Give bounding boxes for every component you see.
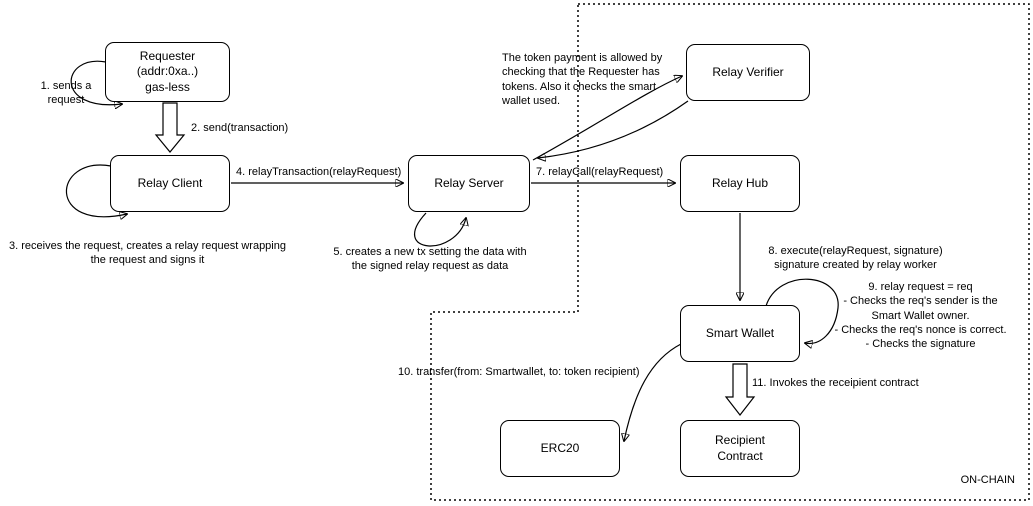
node-relay-client: Relay Client (110, 155, 230, 212)
node-smart-wallet: Smart Wallet (680, 305, 800, 362)
label-step9: 9. relay request = req - Checks the req'… (834, 281, 1007, 351)
node-relay-hub: Relay Hub (680, 155, 800, 212)
label-step8: 8. execute(relayRequest, signature) sign… (768, 245, 943, 272)
node-relay-verifier: Relay Verifier (686, 44, 810, 101)
label-step1: 1. sends a request (40, 80, 92, 107)
block-arrow-step2 (154, 102, 186, 153)
label-step3: 3. receives the request, creates a relay… (9, 240, 286, 267)
node-recipient-contract: Recipient Contract (680, 420, 800, 477)
node-requester: Requester (addr:0xa..) gas-less (105, 42, 230, 102)
node-erc20: ERC20 (500, 420, 620, 477)
arrow-verifier-to-server (538, 100, 689, 158)
loop-step1-arrow (70, 60, 122, 105)
block-arrow-step11 (724, 363, 756, 416)
label-step11: 11. Invokes the receipient contract (752, 377, 919, 389)
label-step10: 10. transfer(from: Smartwallet, to: toke… (398, 366, 640, 378)
loop-step9-arrow (765, 278, 839, 343)
arrow-server-to-verifier (532, 76, 682, 161)
label-step7: 7. relayCall(relayRequest) (536, 166, 664, 178)
label-step2: 2. send(transaction) (191, 122, 289, 134)
loop-step5-arrow (414, 212, 466, 247)
arrow-step10 (624, 343, 682, 441)
label-verifier-note: The token payment is allowed by checking… (502, 52, 663, 107)
node-relay-server: Relay Server (408, 155, 530, 212)
label-step5: 5. creates a new tx setting the data wit… (333, 246, 527, 273)
loop-step3-arrow (65, 164, 127, 217)
on-chain-boundary (430, 3, 1030, 501)
label-on-chain: ON-CHAIN (960, 474, 1015, 486)
label-step4: 4. relayTransaction(relayRequest) (236, 166, 402, 178)
